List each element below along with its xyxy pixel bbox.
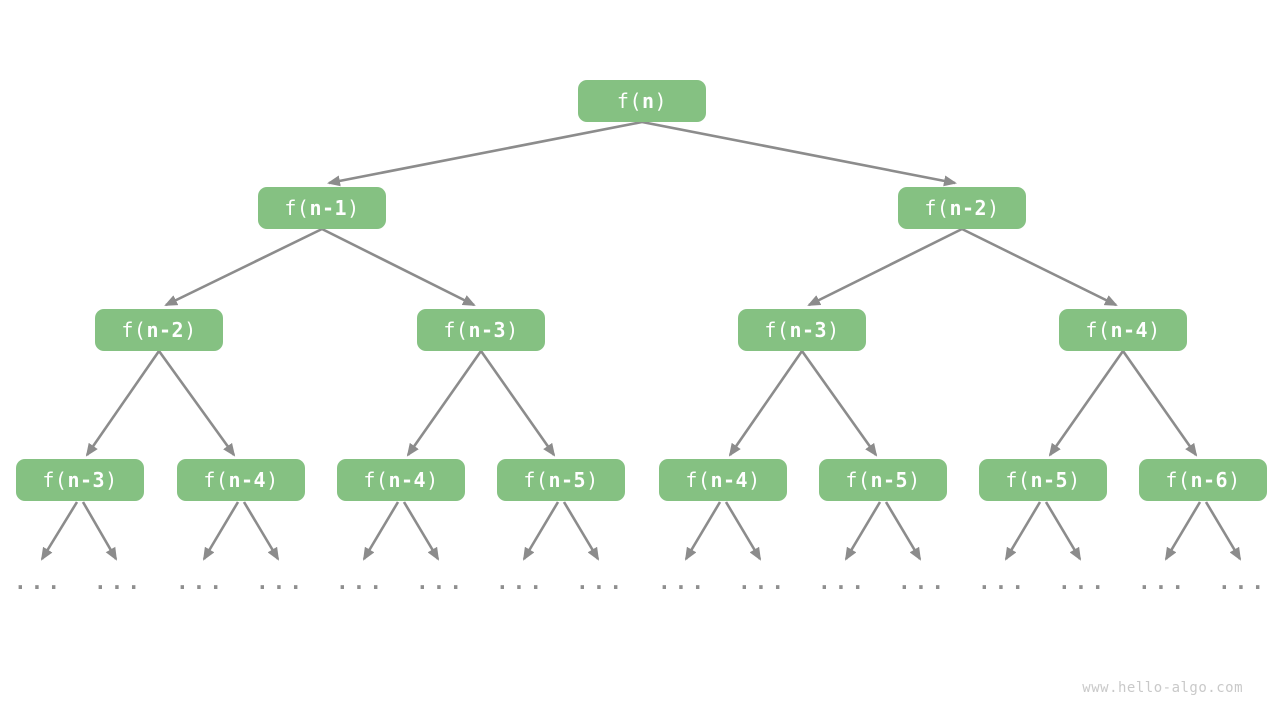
edge-arrow [85,350,161,457]
leaf-ellipsis: ... [496,570,546,594]
tree-node-label: f(n-5) [523,468,599,492]
edge-arrow [724,501,762,561]
tree-node-label: f(n-5) [1005,468,1081,492]
edge-arrow [728,350,804,457]
leaf-ellipsis: ... [818,570,868,594]
edge-arrow [1121,350,1198,457]
edge-arrow [406,350,483,457]
edge-arrow [40,501,79,561]
edge-arrow [1204,501,1242,561]
tree-node: f(n) [578,80,706,122]
edge-arrow [884,501,922,561]
tree-node: f(n-2) [95,309,223,351]
tree-node-label: f(n-2) [924,196,1000,220]
tree-node-label: f(n-2) [121,318,197,342]
leaf-ellipsis: ... [1058,570,1108,594]
watermark: www.hello-algo.com [1082,680,1243,696]
tree-node: f(n-5) [497,459,625,501]
edge-arrow [844,501,882,561]
edge-arrow [800,350,878,457]
tree-node-label: f(n-4) [363,468,439,492]
edge-arrow [807,227,963,307]
edge-arrow [402,501,440,561]
edge-arrow [362,501,400,561]
edge-arrow [327,120,643,187]
edge-arrow [1164,501,1202,561]
edge-arrow [522,501,560,561]
edge-arrow [479,350,556,457]
leaf-ellipsis: ... [336,570,386,594]
leaf-ellipsis: ... [1138,570,1188,594]
edge-arrow [242,501,280,561]
leaf-ellipsis: ... [658,570,708,594]
edge-arrow [961,227,1118,307]
tree-node: f(n-4) [1059,309,1187,351]
tree-node: f(n-1) [258,187,386,229]
tree-node: f(n-4) [659,459,787,501]
edge-arrow [1044,501,1082,561]
tree-node: f(n-3) [417,309,545,351]
tree-node: f(n-3) [16,459,144,501]
tree-node: f(n-3) [738,309,866,351]
edge-arrow [641,120,957,187]
leaf-ellipsis: ... [1218,570,1268,594]
tree-node-label: f(n-6) [1165,468,1241,492]
leaf-ellipsis: ... [576,570,626,594]
tree-node-label: f(n-3) [764,318,840,342]
tree-node-label: f(n-4) [685,468,761,492]
tree-node: f(n-2) [898,187,1026,229]
leaf-ellipsis: ... [256,570,306,594]
edge-arrow [81,501,118,561]
edge-arrow [1048,350,1125,457]
tree-node-label: f(n-3) [42,468,118,492]
leaf-ellipsis: ... [94,570,144,594]
tree-node: f(n-5) [979,459,1107,501]
tree-node: f(n-5) [819,459,947,501]
edge-arrow [562,501,600,561]
tree-node-label: f(n-4) [203,468,279,492]
edge-arrow [321,227,476,307]
tree-node-label: f(n-5) [845,468,921,492]
tree-node: f(n-4) [337,459,465,501]
edge-arrow [684,501,722,561]
edge-arrow [1004,501,1042,561]
tree-node-label: f(n) [616,89,668,113]
tree-node: f(n-4) [177,459,305,501]
leaf-ellipsis: ... [978,570,1028,594]
leaf-ellipsis: ... [898,570,948,594]
edge-arrow [157,350,236,457]
leaf-ellipsis: ... [738,570,788,594]
edge-arrow [164,227,323,307]
tree-node-label: f(n-4) [1085,318,1161,342]
leaf-ellipsis: ... [416,570,466,594]
leaf-ellipsis: ... [176,570,226,594]
tree-node-label: f(n-1) [284,196,360,220]
edge-arrow [202,501,240,561]
leaf-ellipsis: ... [14,570,64,594]
tree-node: f(n-6) [1139,459,1267,501]
tree-node-label: f(n-3) [443,318,519,342]
